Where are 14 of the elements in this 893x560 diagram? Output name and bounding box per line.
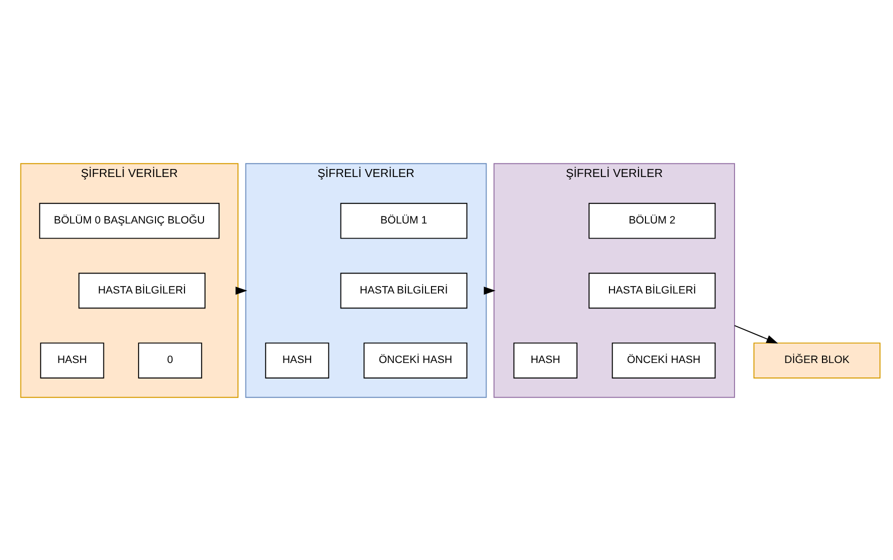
node-box: DİĞER BLOK bbox=[753, 342, 880, 378]
node-box: HASH bbox=[513, 342, 578, 378]
node-box: HASH bbox=[265, 342, 330, 378]
node-box: ÖNCEKİ HASH bbox=[612, 342, 716, 378]
node-box: 0 bbox=[138, 342, 202, 378]
arrow bbox=[734, 324, 778, 344]
node-box: BÖLÜM 0 BAŞLANGIÇ BLOĞU bbox=[39, 202, 220, 238]
node-box: HASTA BİLGİLERİ bbox=[588, 272, 716, 308]
node-box: HASTA BİLGİLERİ bbox=[340, 272, 468, 308]
node-box: HASH bbox=[40, 342, 104, 378]
node-box: BÖLÜM 1 bbox=[340, 202, 468, 238]
node-box: ÖNCEKİ HASH bbox=[364, 342, 468, 378]
node-box: HASTA BİLGİLERİ bbox=[78, 272, 206, 308]
node-box: BÖLÜM 2 bbox=[588, 202, 716, 238]
